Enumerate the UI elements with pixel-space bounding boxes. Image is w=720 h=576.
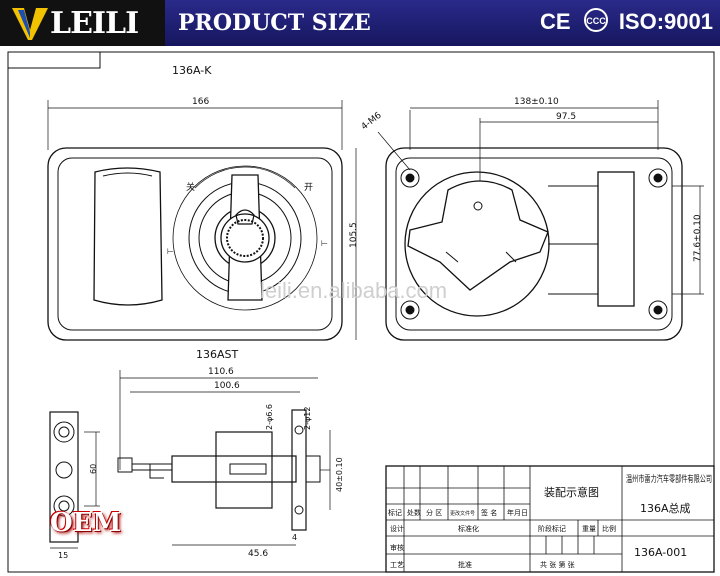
page-title: PRODUCT SIZE bbox=[178, 10, 371, 36]
tb-mark: 标记 bbox=[388, 508, 402, 517]
dim-front-height: 105.5 bbox=[349, 222, 359, 248]
oem-stamp: OEM bbox=[50, 508, 122, 538]
rear-cam bbox=[407, 180, 549, 291]
svg-text:比例: 比例 bbox=[602, 524, 616, 533]
rear-latch-block bbox=[597, 171, 635, 307]
front-plate bbox=[47, 147, 343, 341]
header-bar: LEILI PRODUCT SIZE CE CCC ISO:9001 bbox=[0, 0, 720, 46]
dim-left-15: 15 bbox=[58, 551, 68, 560]
svg-text:标准化: 标准化 bbox=[458, 524, 479, 533]
side-slot bbox=[229, 463, 267, 475]
dim-side-4: 4 bbox=[292, 533, 297, 542]
dim-side-hole1: 2-φ6.6 bbox=[265, 404, 274, 430]
cam-hole bbox=[473, 201, 483, 211]
svg-text:⊢: ⊢ bbox=[321, 239, 328, 248]
strip-hole-bottom bbox=[58, 500, 70, 512]
ccc-icon: CCC bbox=[583, 8, 608, 32]
dim-side-total: 110.6 bbox=[208, 367, 234, 377]
svg-text:批准: 批准 bbox=[458, 560, 472, 569]
model-label-top: 136A-K bbox=[172, 64, 212, 77]
dim-left-60: 60 bbox=[89, 464, 98, 474]
strip-hole-top bbox=[58, 426, 70, 438]
dim-side-40: 40±0.10 bbox=[335, 457, 344, 492]
tb-stage: 阶段标记 bbox=[538, 524, 566, 533]
dim-front-width: 166 bbox=[192, 97, 209, 107]
screw-hole-tr bbox=[653, 173, 663, 183]
dim-side-45: 45.6 bbox=[248, 549, 268, 559]
side-body bbox=[215, 431, 273, 509]
label-close: 关 bbox=[186, 181, 195, 193]
screw-hole-tl bbox=[405, 173, 415, 183]
knob-key bbox=[235, 209, 255, 225]
iso-cert: ISO:9001 bbox=[618, 9, 713, 34]
knob-gear bbox=[226, 219, 264, 257]
rotation-arc bbox=[194, 166, 296, 189]
tb-part-no: 136A-001 bbox=[634, 546, 687, 559]
dim-side-hole2: 2-φ12 bbox=[303, 407, 312, 430]
dim-rear-height: 77.6±0.10 bbox=[693, 214, 703, 262]
knob-ring-outer bbox=[172, 165, 318, 311]
front-button bbox=[93, 167, 163, 306]
ce-mark: CE bbox=[540, 9, 571, 34]
tb-process: 工艺 bbox=[390, 561, 404, 569]
strip-hole-mid bbox=[55, 461, 73, 479]
logo: LEILI bbox=[0, 0, 165, 46]
svg-text:⊢: ⊢ bbox=[167, 247, 174, 256]
dim-rear-inner: 97.5 bbox=[556, 112, 576, 122]
knob-hub bbox=[220, 213, 270, 263]
svg-text:处数: 处数 bbox=[407, 508, 421, 517]
dim-rear-width: 138±0.10 bbox=[514, 97, 559, 107]
side-hook bbox=[149, 464, 164, 479]
button-line bbox=[102, 172, 153, 177]
title-block bbox=[385, 465, 715, 573]
tb-company: 温州市雷力汽车零部件有限公司 bbox=[626, 473, 712, 485]
certifications: CE CCC ISO:9001 bbox=[540, 8, 719, 35]
side-shaft bbox=[171, 455, 297, 483]
screw-hole-bl bbox=[405, 305, 415, 315]
svg-text:重量: 重量 bbox=[582, 525, 596, 533]
svg-text:CCC: CCC bbox=[586, 16, 606, 26]
corner-tab bbox=[8, 52, 101, 69]
side-end bbox=[305, 455, 321, 483]
tb-review: 审核 bbox=[390, 543, 404, 552]
technical-drawing: 136A-K 166 关 开 ⊢ ⊢ 105.5 138±0.10 97.5 4… bbox=[7, 51, 715, 573]
tb-part-name: 136A总成 bbox=[640, 501, 691, 515]
side-tip bbox=[117, 457, 133, 473]
watermark: leili.en.alibaba.com bbox=[260, 278, 448, 303]
logo-v-icon bbox=[12, 8, 48, 40]
tb-drawing-name: 装配示意图 bbox=[544, 485, 599, 499]
dim-side-inner: 100.6 bbox=[214, 381, 240, 391]
svg-text:年月日: 年月日 bbox=[507, 508, 528, 517]
model-label-bottom: 136AST bbox=[196, 348, 239, 361]
tb-sheets: 共 张 第 张 bbox=[540, 560, 575, 569]
cam-slots bbox=[445, 251, 517, 263]
dim-screw: 4-M6 bbox=[360, 110, 384, 132]
rear-plate-inner bbox=[395, 157, 673, 331]
left-strip bbox=[49, 411, 79, 543]
rear-plate bbox=[385, 147, 683, 341]
screw-hole-br bbox=[653, 305, 663, 315]
svg-text:签 名: 签 名 bbox=[481, 508, 497, 517]
front-plate-inner bbox=[57, 157, 333, 331]
label-open: 开 bbox=[304, 182, 313, 193]
tb-design: 设计 bbox=[390, 524, 404, 533]
brand-name: LEILI bbox=[50, 6, 139, 41]
drawing-border bbox=[7, 51, 715, 573]
svg-text:分 区: 分 区 bbox=[426, 508, 442, 517]
svg-text:更改文件号: 更改文件号 bbox=[450, 510, 475, 517]
